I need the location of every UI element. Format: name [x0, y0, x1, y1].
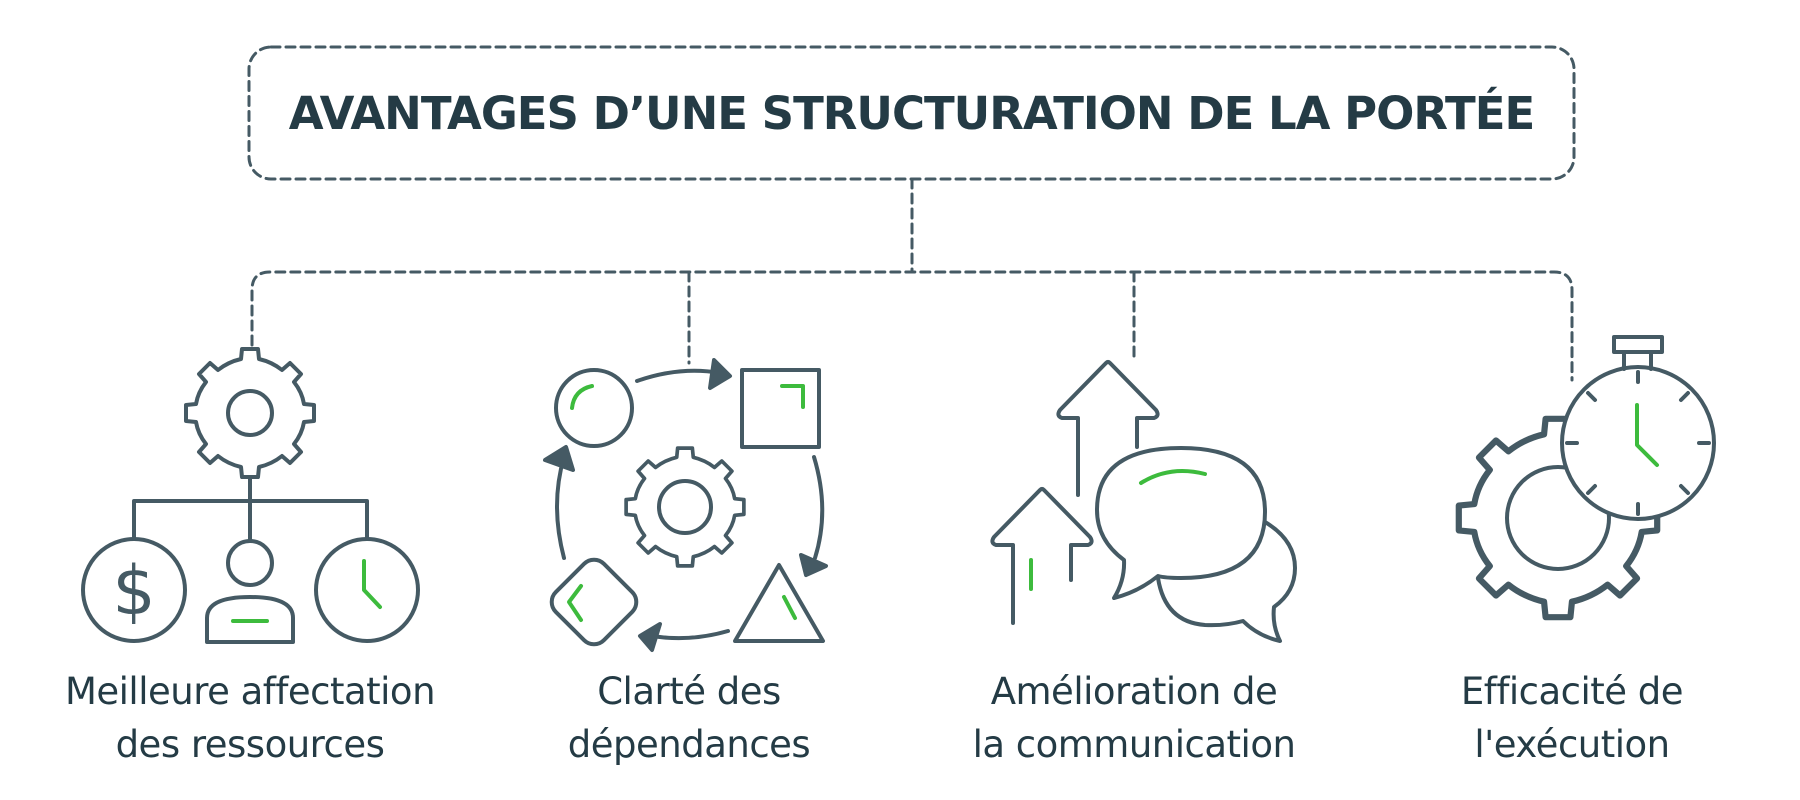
label-line-2: dépendances [567, 723, 811, 766]
label-line-2: l'exécution [1474, 723, 1670, 766]
arrow-up-short-icon [990, 487, 1094, 625]
label-line-2: des ressources [115, 723, 385, 766]
page-title: AVANTAGES D’UNE STRUCTURATION DE LA PORT… [288, 86, 1535, 140]
svg-text:$: $ [112, 552, 155, 631]
label-line-1: Efficacité de [1460, 670, 1684, 713]
person-icon [205, 539, 295, 644]
stopwatch-icon [1560, 335, 1716, 521]
dollar-coin-icon: $ [81, 537, 187, 643]
chat-bubbles-icon [1095, 446, 1297, 643]
label-line-1: Clarté des [597, 670, 781, 713]
connector-lines [247, 45, 1576, 382]
resource-allocation-icon: $ [81, 347, 420, 644]
label-resource-allocation: Meilleure affectation des ressources [20, 665, 480, 771]
label-communication: Amélioration de la communication [904, 665, 1364, 771]
arrow-up-tall-icon [1056, 360, 1160, 497]
gear-icon [1459, 419, 1657, 617]
label-line-2: la communication [972, 723, 1296, 766]
dependency-cycle-icon [543, 358, 828, 652]
label-line-1: Meilleure affectation [64, 670, 436, 713]
execution-efficiency-icon [1459, 335, 1716, 617]
label-dependency-clarity: Clarté des dépendances [459, 665, 919, 771]
communication-growth-icon [990, 360, 1297, 643]
label-line-1: Amélioration de [990, 670, 1278, 713]
label-execution-efficiency: Efficacité de l'exécution [1342, 665, 1800, 771]
clock-icon [314, 537, 420, 643]
